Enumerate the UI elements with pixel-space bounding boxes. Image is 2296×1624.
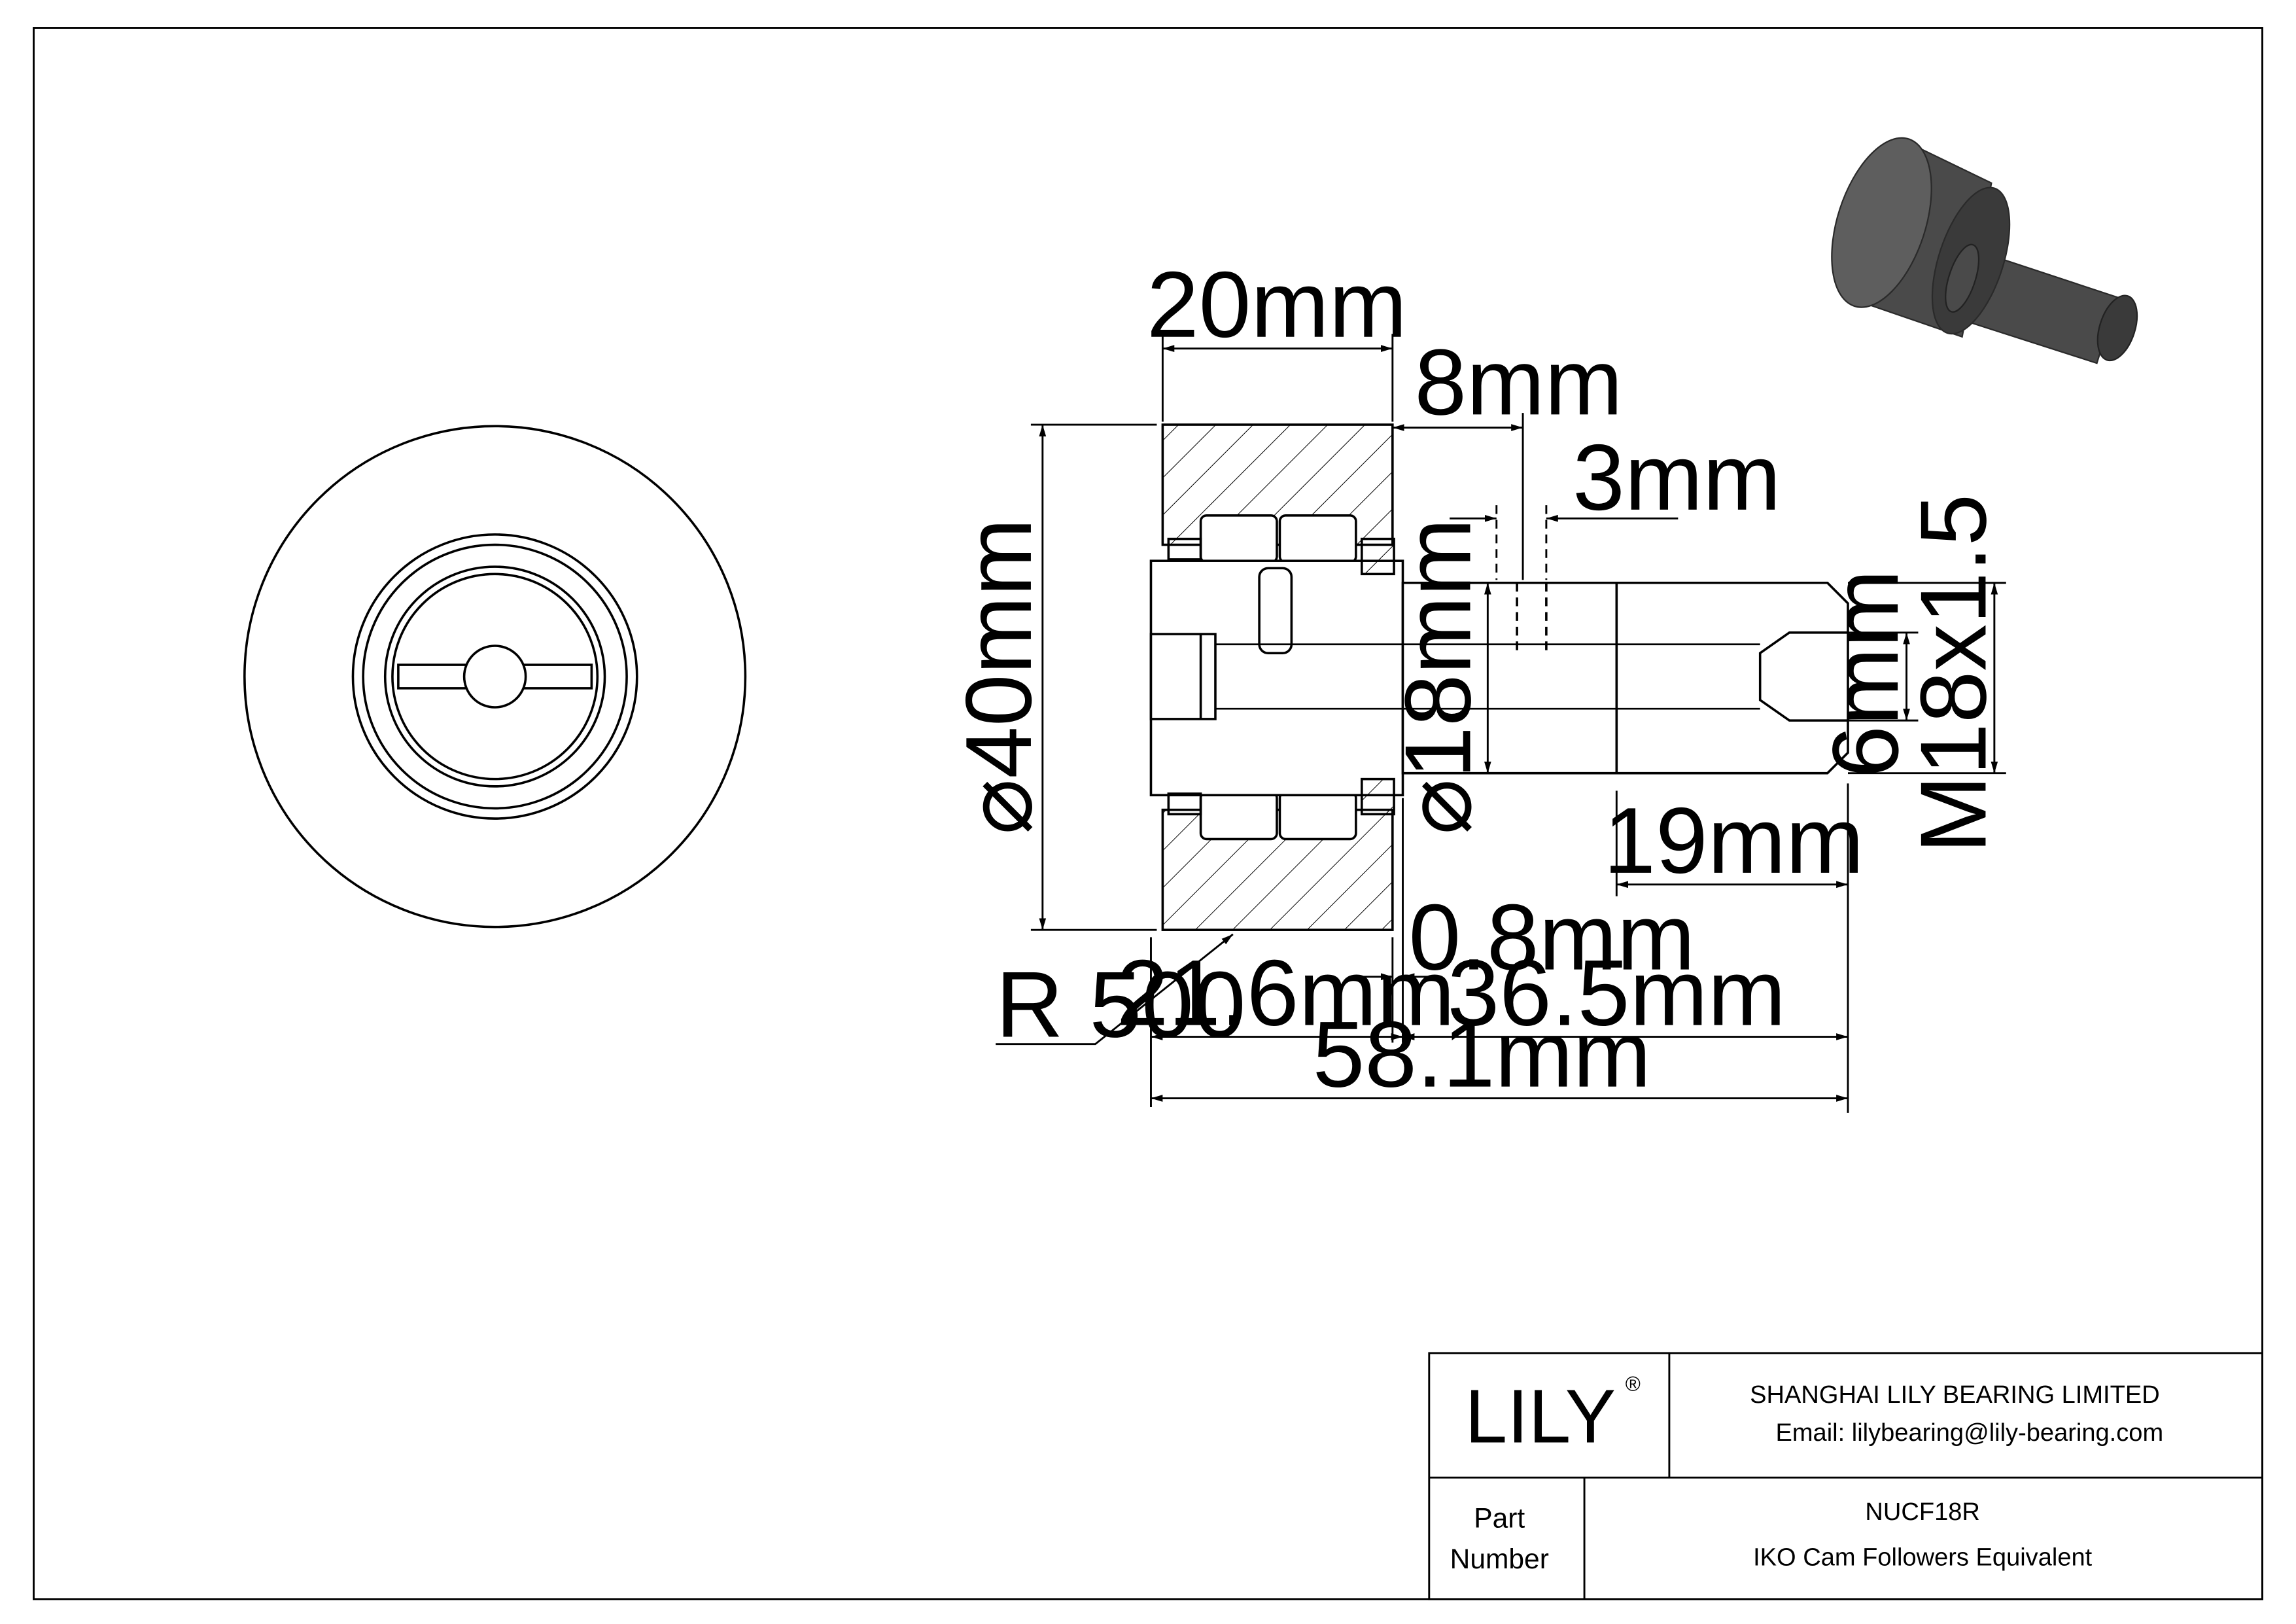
dim-m18x15: M18x1.5 [1901,494,2006,853]
dimension-lines [996,334,2006,1113]
side-plate-lower [1167,792,1202,816]
r500-leader [996,933,1234,1046]
part-label-line1: Part [1474,1503,1525,1534]
dim-8mm: 8mm [1414,330,1622,434]
inner-ring-circle-2 [362,543,628,810]
dim-40mm-value: 40mm [947,518,1051,779]
part-label-line2: Number [1450,1544,1549,1575]
title-block-frame [1428,1352,2263,1600]
svg-text:6mm: 6mm [1813,569,1918,777]
dim-18mm-value: 18mm [1385,518,1490,779]
title-block [1428,1352,2263,1600]
inner-ring-circle-3 [383,565,606,788]
end-hex-socket [1758,631,1849,722]
dim-19mm: 19mm [1603,788,1864,893]
diameter-symbol: ⌀ [947,779,1051,835]
inner-ring-circle-4 [391,573,599,781]
dim-365mm: 36.5mm [1448,941,1786,1046]
render-shaft-end [2096,294,2138,362]
dim-08mm: 0.8mm [1408,885,1695,990]
dim-581mm: 58.1mm [1313,1002,1652,1107]
svg-text:⌀40mm: ⌀40mm [947,518,1051,835]
dim-6mm: 6mm [1813,569,1918,777]
dim-216mm: 21.6mm [1117,941,1455,1046]
dim-r500: R 500 [996,953,1245,1057]
roller-lower-left [1199,790,1278,841]
render-roller-face [1831,137,1932,308]
svg-text:⌀18mm: ⌀18mm [1385,518,1490,835]
roller-upper-right [1278,514,1357,564]
svg-text:M18x1.5: M18x1.5 [1901,494,2006,853]
product-3d-render [1831,137,2138,364]
dim-18mm: ⌀18mm [1385,518,1490,835]
stud-shaft [1401,581,1849,775]
dim-20mm: 20mm [1147,253,1407,357]
oil-hole [1258,567,1293,654]
dim-3mm: 3mm [1573,425,1781,530]
hex-socket-circle [462,644,527,709]
sheet-border [33,27,2263,1600]
side-plate-upper [1167,537,1202,561]
section-view [1149,423,1849,931]
diameter-symbol: ⌀ [1385,779,1490,835]
seal-upper [1361,537,1395,576]
company-email: Email: lilybearing@lily-bearing.com [1775,1419,2163,1447]
dimension-texts: 20mm 8mm 3mm ⌀40mm ⌀18mm 6mm M18x1.5 19m… [947,253,2006,1107]
logo-text: LILY [1465,1373,1616,1458]
company-name: SHANGHAI LILY BEARING LIMITED [1750,1381,2160,1409]
roller-upper-left [1199,514,1278,564]
hex-socket-recess [1149,633,1217,720]
outer-ring-circle [243,425,747,928]
roller-lower-right [1278,790,1357,841]
render-collar [1945,243,1980,313]
end-view [243,425,747,928]
title-block-texts: LILY ® SHANGHAI LILY BEARING LIMITED Ema… [1450,1373,2164,1575]
part-number: NUCF18R [1865,1498,1979,1526]
dim-40mm: ⌀40mm [947,518,1051,835]
seal-lower [1361,777,1395,816]
registered-mark: ® [1626,1373,1641,1396]
inner-ring-circle-1 [351,533,638,820]
part-description: IKO Cam Followers Equivalent [1753,1544,2093,1571]
